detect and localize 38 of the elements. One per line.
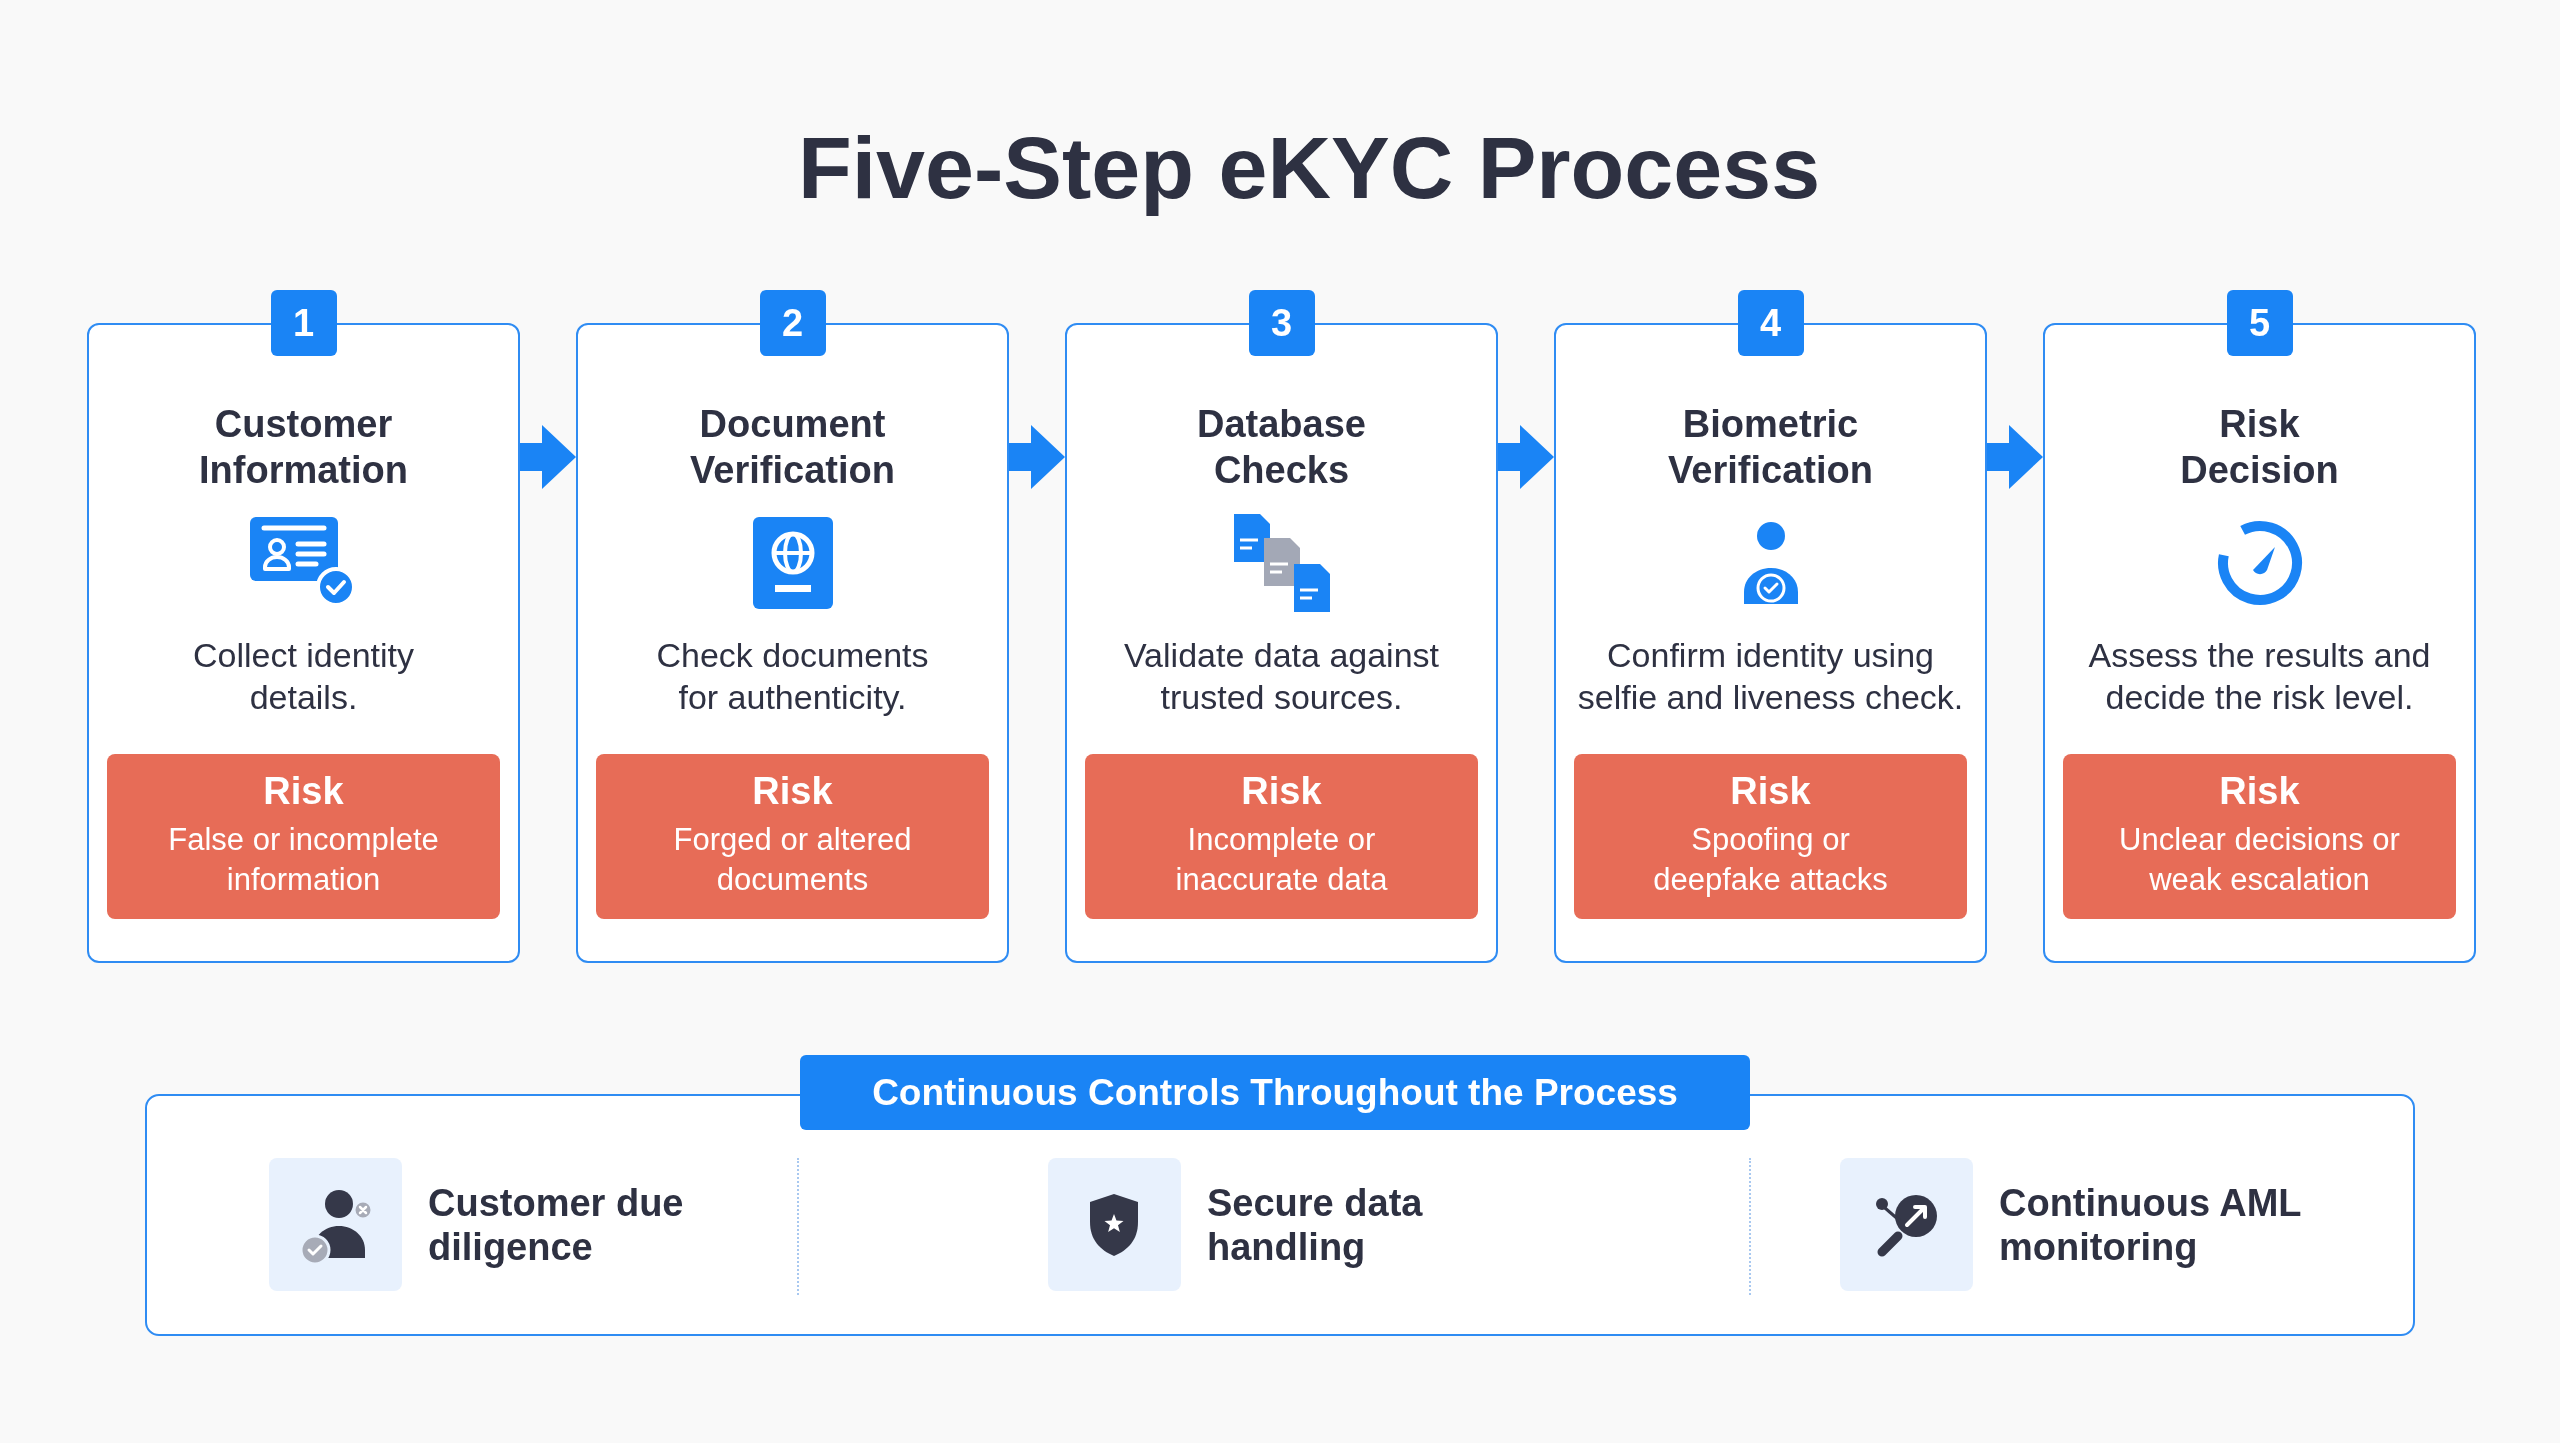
control-label: Secure data handling: [1207, 1180, 1424, 1269]
step-title: Database Checks: [1196, 402, 1367, 493]
step-number-badge: 5: [2226, 290, 2293, 356]
step-description: Collect identity details.: [191, 635, 416, 718]
arrow: [1498, 425, 1554, 489]
step-number-badge: 2: [759, 290, 826, 356]
arrow: [1987, 425, 2043, 489]
risk-label: Risk: [1730, 769, 1811, 814]
step-description: Validate data against trusted sources.: [1122, 635, 1441, 718]
step-description: Confirm identity using selfie and liveness check.: [1576, 635, 1965, 718]
step-title: Customer Information: [198, 402, 409, 493]
step-number-badge: 3: [1248, 290, 1315, 356]
arrow: [520, 425, 576, 489]
risk-label: Risk: [752, 769, 833, 814]
risk-box: [107, 754, 500, 919]
risk-label: Risk: [2219, 769, 2300, 814]
section-header-tab: Continuous Controls Throughout the Process: [800, 1055, 1750, 1130]
step-number-badge: 1: [270, 290, 337, 356]
step-number-badge: 4: [1737, 290, 1804, 356]
risk-description: Incomplete or inaccurate data: [1174, 821, 1389, 899]
step-description: Assess the results and decide the risk level.: [2087, 635, 2432, 718]
risk-label: Risk: [1241, 769, 1322, 814]
risk-box: [1085, 754, 1478, 919]
step-title: Risk Decision: [2179, 402, 2340, 493]
risk-box: [2063, 754, 2456, 919]
risk-description: Spoofing or deepfake attacks: [1652, 821, 1889, 899]
control-label: Continuous AML monitoring: [1999, 1180, 2302, 1269]
risk-box: [596, 754, 989, 919]
risk-description: False or incomplete information: [167, 821, 440, 899]
risk-description: Unclear decisions or weak escalation: [2118, 821, 2401, 899]
step-title: Biometric Verification: [1667, 402, 1874, 493]
risk-box: [1574, 754, 1967, 919]
risk-label: Risk: [263, 769, 344, 814]
control-label: Customer due diligence: [428, 1180, 685, 1269]
step-description: Check documents for authenticity.: [655, 635, 930, 718]
risk-description: Forged or altered documents: [672, 821, 913, 899]
step-title: Document Verification: [689, 402, 896, 493]
arrow: [1009, 425, 1065, 489]
